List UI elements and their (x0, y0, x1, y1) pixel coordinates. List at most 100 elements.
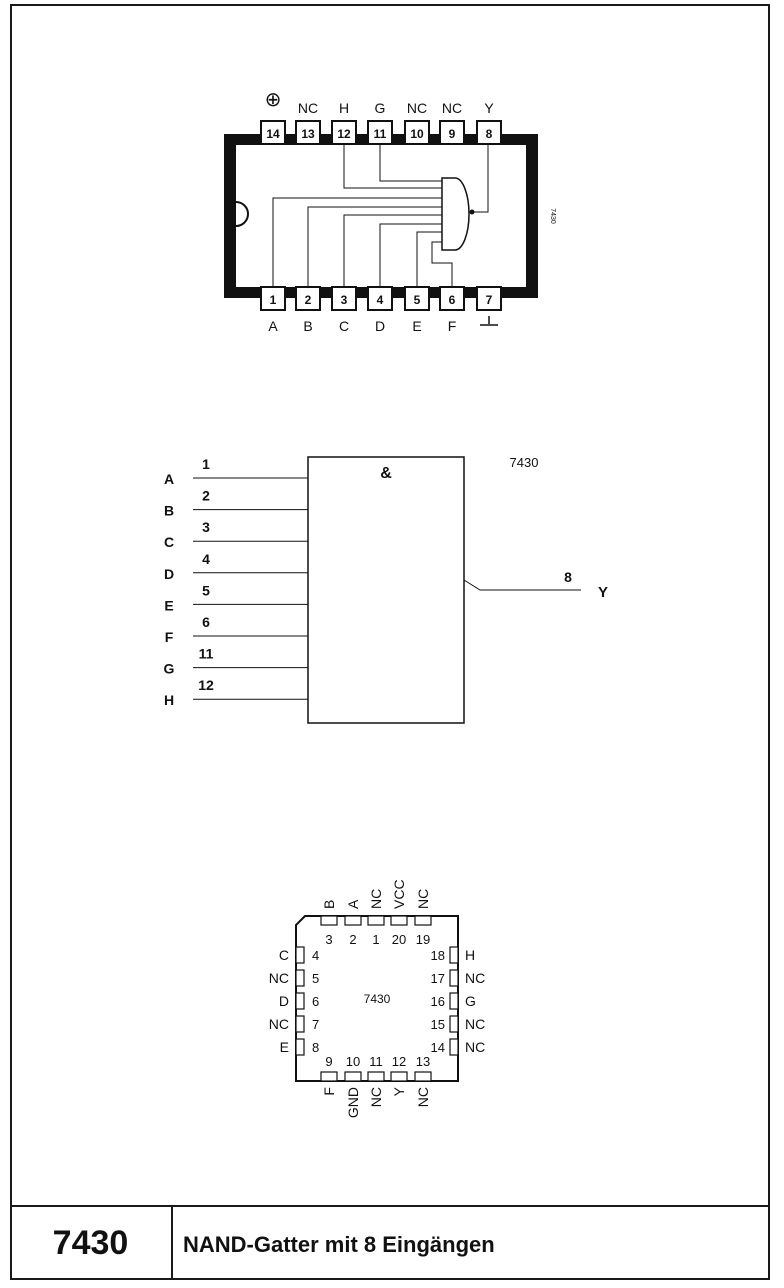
dip-pin-number: 4 (377, 293, 384, 307)
dip-pin-number: 13 (301, 127, 315, 141)
plcc-right-pad-14 (449, 1038, 459, 1056)
plcc-pin-label: GND (345, 1087, 361, 1118)
dip-pin-number: 2 (305, 293, 312, 307)
dip-pin-number: 5 (414, 293, 421, 307)
plcc-pin-label: NC (368, 1087, 384, 1107)
plcc-bottom-pad-10 (344, 1071, 362, 1082)
plcc-pin-label: NC (415, 1087, 431, 1107)
plcc-pin-label: NC (465, 1016, 485, 1032)
plcc-top-pad-1 (367, 915, 385, 926)
plcc-bottom-pad-13 (414, 1071, 432, 1082)
logic-input-label: E (164, 597, 173, 613)
dip-pin-label: G (375, 100, 386, 116)
logic-output-pin-number: 8 (564, 569, 572, 585)
dip-wire-pin5 (416, 231, 442, 287)
logic-input-pin-number: 3 (202, 519, 210, 535)
plcc-pin-number: 19 (416, 932, 430, 947)
plcc-pin-number: 1 (372, 932, 379, 947)
plcc-pin-label: C (279, 947, 289, 963)
dip-top-pin-13 (295, 120, 321, 145)
dip-pin-number: 11 (374, 127, 387, 141)
plcc-pin-number: 17 (431, 971, 445, 986)
dip-pin-number: 6 (449, 293, 456, 307)
dip-wire-pin12 (343, 145, 442, 189)
dip-top-pin-8 (476, 120, 502, 145)
plcc-pin-number: 20 (392, 932, 406, 947)
dip-wire-pin4 (379, 223, 442, 287)
dip-pin-number: 10 (410, 127, 424, 141)
logic-input-label: F (165, 629, 174, 645)
plcc-pin-number: 11 (369, 1054, 383, 1069)
plcc-left-pad-7 (295, 1015, 305, 1033)
dip-top-pin-9 (439, 120, 465, 145)
logic-output-line (463, 579, 581, 591)
dip-pin-label: D (375, 318, 385, 334)
plcc-pin-label: NC (465, 1039, 485, 1055)
logic-output-label: Y (598, 584, 608, 601)
plcc-top-pad-19 (414, 915, 432, 926)
plcc-left-pad-4 (295, 946, 305, 964)
dip-pin-number: 9 (449, 127, 456, 141)
logic-input-label: A (164, 471, 174, 487)
plcc-pin-number: 5 (312, 971, 319, 986)
plcc-pin-number: 2 (349, 932, 356, 947)
logic-input-label: C (164, 534, 174, 550)
dip-wire-pin6 (431, 241, 453, 287)
dip-wire-pin2 (307, 206, 442, 287)
dip-pin-number: 14 (266, 127, 280, 141)
plcc-pin-label: NC (269, 1016, 289, 1032)
plcc-left-pad-6 (295, 992, 305, 1010)
plcc-left-pad-8 (295, 1038, 305, 1056)
logic-input-pin-number: 11 (199, 646, 214, 662)
plcc-pin-number: 7 (312, 1017, 319, 1032)
dip-gate-inversion-dot (469, 209, 475, 215)
dip-body-interior (236, 145, 526, 287)
logic-input-label: G (164, 661, 175, 677)
plcc-bottom-pad-11 (367, 1071, 385, 1082)
dip-wire-output (474, 145, 489, 213)
logic-chip-label: 7430 (510, 455, 539, 470)
dip-pin-number: 8 (486, 127, 493, 141)
logic-input-pin-number: 6 (202, 614, 210, 630)
plcc-right-pad-16 (449, 992, 459, 1010)
logic-input-pin-number: 4 (202, 551, 210, 567)
plcc-right-pad-15 (449, 1015, 459, 1033)
dip-bottom-pin-7 (476, 286, 502, 311)
plcc-pin-label: A (345, 899, 361, 909)
logic-gate-box (307, 456, 465, 724)
dip-wire-pin1 (272, 197, 442, 287)
plcc-pin-label: NC (368, 889, 384, 909)
dip-pin-label: C (339, 318, 349, 334)
plcc-pin-label: NC (465, 970, 485, 986)
plcc-pin-label: H (465, 947, 475, 963)
dip-pin-label: F (448, 318, 457, 334)
plcc-top-pad-3 (320, 915, 338, 926)
dip-top-pin-11 (367, 120, 393, 145)
plcc-pin-number: 4 (312, 948, 319, 963)
plcc-bottom-pad-12 (390, 1071, 408, 1082)
plcc-pin-label: NC (415, 889, 431, 909)
dip-wire-pin11 (379, 145, 442, 182)
plcc-pin-label: VCC (391, 879, 407, 909)
dip-pin-label: E (412, 318, 421, 334)
plcc-pin-number: 16 (431, 994, 445, 1009)
dip-pin-label: H (339, 100, 349, 116)
plcc-pin-label: G (465, 993, 476, 1009)
dip-top-pin-12 (331, 120, 357, 145)
dip-pin-label: A (268, 318, 278, 334)
plcc-right-pad-18 (449, 946, 459, 964)
dip-pin-label: NC (298, 100, 318, 116)
plcc-pin-number: 8 (312, 1040, 319, 1055)
plcc-bottom-pad-9 (320, 1071, 338, 1082)
datasheet-frame (10, 4, 770, 1280)
dip-pin-label: NC (407, 100, 427, 116)
power-icon: ⊕ (265, 89, 282, 111)
dip-pin-number: 12 (337, 127, 351, 141)
logic-input-label: D (164, 566, 174, 582)
dip-chip-label: 7430 (549, 208, 556, 224)
dip-internal-nand-gate (441, 177, 470, 251)
plcc-pin-number: 15 (431, 1017, 445, 1032)
plcc-pin-label: D (279, 993, 289, 1009)
dip-pin-number: 1 (270, 293, 277, 307)
plcc-pin-number: 12 (392, 1054, 406, 1069)
